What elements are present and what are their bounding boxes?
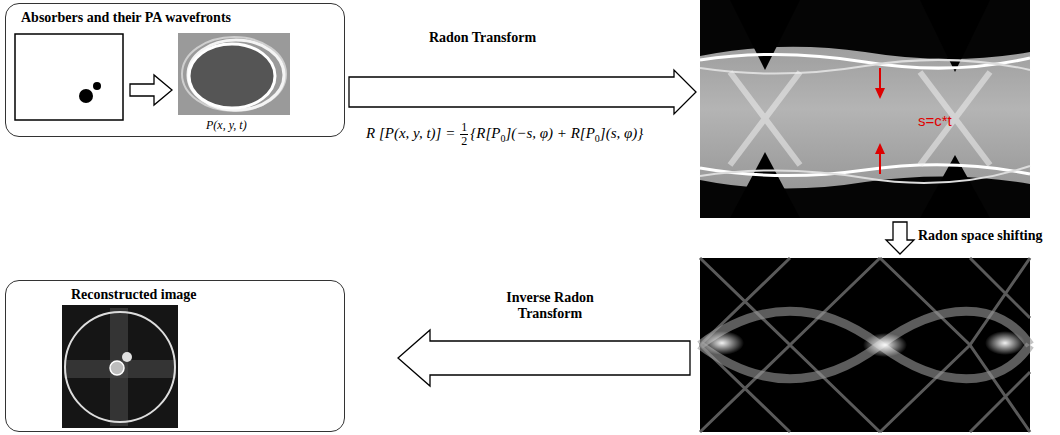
formula-part: ](s, φ)}	[600, 125, 643, 141]
wavefront-image	[178, 33, 290, 115]
reconstructed-absorber	[122, 352, 132, 362]
hollow-arrow	[886, 222, 914, 254]
reconstruction-artifact	[64, 360, 176, 378]
hollow-arrow-connector	[349, 70, 696, 114]
sinogram-dark	[730, 0, 800, 70]
panel-title: Reconstructed image	[71, 287, 197, 303]
process-label: Radon space shifting	[918, 228, 1042, 244]
sinogram-image	[700, 258, 1030, 432]
reconstruction-ring	[65, 312, 175, 422]
sinogram-curve	[700, 166, 1030, 183]
rounded-panel: Absorbers and their PA wavefrontsP(x, y,…	[5, 3, 345, 137]
sinogram-image	[700, 0, 1030, 218]
reconstruction-image	[62, 305, 178, 428]
edge-label: Radon Transform	[429, 30, 536, 46]
hollow-arrow	[130, 75, 172, 105]
subscript: 0	[500, 133, 505, 144]
sinogram-spot	[863, 333, 907, 357]
formula: R [P(x, y, t)] =12{R[P0](−s, φ) + R[P0](…	[366, 121, 643, 148]
panel-title: Absorbers and their PA wavefronts	[21, 10, 231, 26]
sinogram-curve	[700, 258, 1030, 432]
fraction: 12	[460, 121, 468, 148]
absorber-dot	[79, 89, 93, 103]
wavefront-ring	[189, 44, 275, 108]
formula-part: R [P(x, y, t)] =	[366, 125, 455, 141]
sinogram-curve	[700, 311, 1030, 379]
fraction-numerator: 1	[460, 121, 468, 134]
subscript: 0	[595, 133, 600, 144]
sinogram-spot	[700, 331, 744, 355]
sinogram-panel: s=c*t	[700, 0, 1030, 218]
formula-part: {R[P	[470, 125, 500, 141]
wavefront-ring	[182, 37, 286, 111]
hollow-arrow	[398, 330, 690, 386]
image-caption: P(x, y, t)	[206, 118, 247, 133]
red-arrow	[875, 88, 885, 99]
sinogram-cross	[730, 72, 800, 165]
rounded-panel: Reconstructed image	[5, 280, 345, 432]
fraction-denominator: 2	[460, 134, 468, 148]
sinogram-curve	[700, 60, 1030, 74]
absorber-dot	[93, 82, 101, 90]
red-arrow	[879, 68, 881, 90]
sinogram-curve	[700, 311, 1030, 379]
red-arrow	[879, 152, 881, 174]
red-arrow	[875, 143, 885, 154]
reconstructed-absorber	[110, 361, 124, 375]
sinogram-dark	[730, 152, 800, 218]
formula-part: ](−s, φ) + R[P	[505, 125, 594, 141]
process-label: Inverse Radon Transform	[485, 290, 615, 322]
sinogram-spot	[985, 331, 1025, 355]
absorber-frame	[15, 34, 123, 120]
wavefront-ring	[188, 40, 284, 110]
annotation: s=c*t	[918, 112, 952, 129]
